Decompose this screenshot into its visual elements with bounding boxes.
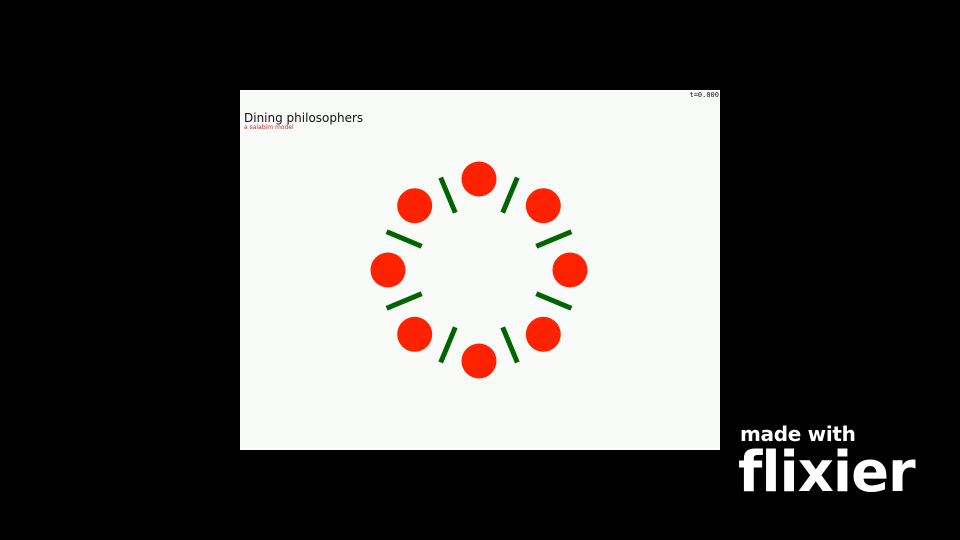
philosopher-2 <box>525 188 561 224</box>
watermark-made-with: made with <box>740 422 856 446</box>
simulation-clock: t=0.000 <box>689 91 719 99</box>
philosopher-7 <box>370 252 406 288</box>
philosopher-3 <box>552 252 588 288</box>
simulation-canvas: t=0.000 Dining philosophers a salabim mo… <box>240 90 720 450</box>
fork-4 <box>500 326 520 364</box>
simulation-title: Dining philosophers <box>244 111 364 125</box>
fork-5 <box>438 326 458 364</box>
fork-3 <box>535 291 573 311</box>
philosopher-4 <box>525 316 561 352</box>
watermark-brand-logo: flixier <box>738 440 916 505</box>
fork-1 <box>500 176 520 214</box>
philosopher-6 <box>397 316 433 352</box>
fork-6 <box>385 291 423 311</box>
dining-table <box>370 161 588 379</box>
philosopher-8 <box>397 188 433 224</box>
flixier-watermark: made with flixier <box>738 420 948 520</box>
fork-7 <box>385 229 423 249</box>
fork-2 <box>535 229 573 249</box>
simulation-subtitle: a salabim model <box>244 124 294 131</box>
fork-8 <box>438 176 458 214</box>
philosopher-5 <box>461 343 497 379</box>
philosopher-1 <box>461 161 497 197</box>
